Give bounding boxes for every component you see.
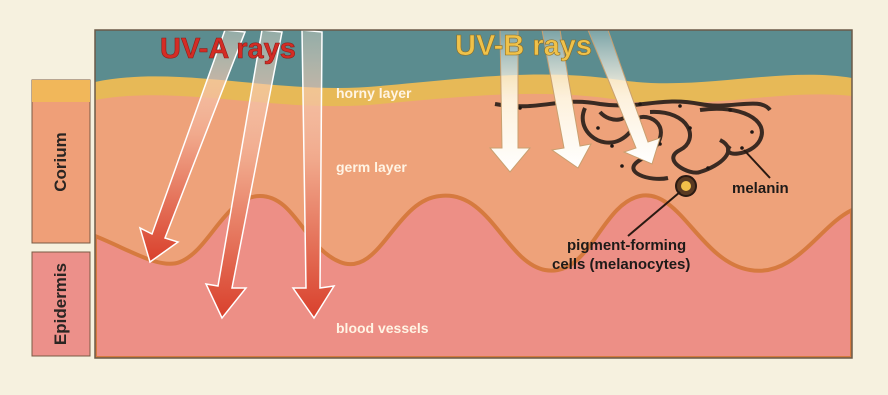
germ-layer-label: germ layer [336, 159, 407, 175]
epidermis-label: Epidermis [51, 263, 70, 345]
side-tab-epidermis: Epidermis [32, 252, 90, 356]
pigment-label-line1: pigment-forming [567, 237, 686, 254]
uva-title: UV-A rays [160, 33, 296, 65]
blood-vessels-label: blood vessels [336, 320, 429, 336]
side-tab-corium: Corium [32, 80, 90, 243]
horny-layer-label: horny layer [336, 85, 412, 101]
pigment-label-line2: cells (melanocytes) [552, 256, 690, 273]
corium-label: Corium [51, 132, 70, 192]
melanin-label: melanin [732, 180, 789, 197]
uvb-title: UV-B rays [455, 30, 592, 62]
